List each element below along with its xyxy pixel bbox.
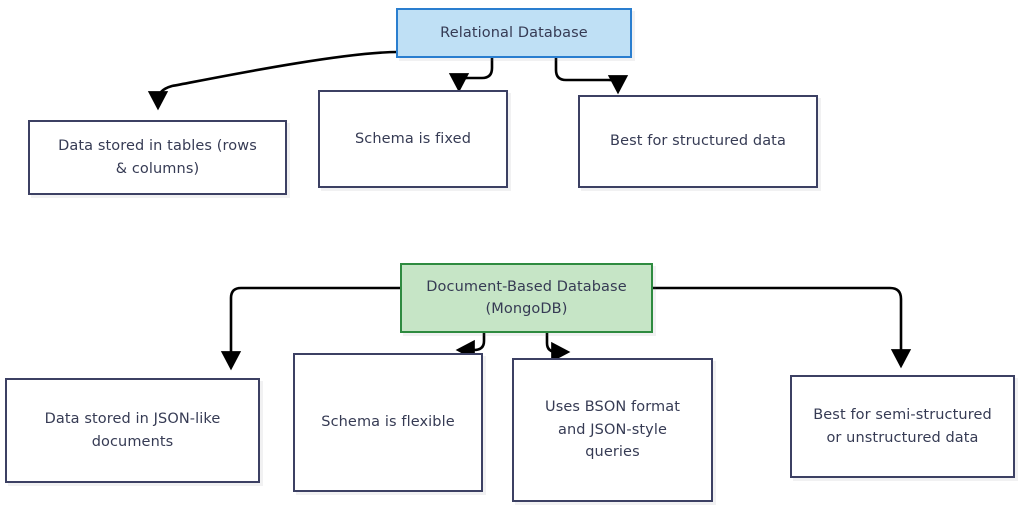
edge-document-to-schema-flexible bbox=[455, 331, 486, 361]
node-schema-is-fixed[interactable]: Schema is fixed bbox=[318, 90, 508, 188]
relational-database-label: Relational Database bbox=[440, 24, 588, 41]
node-data-stored-in-tables[interactable]: Data stored in tables (rows & columns) bbox=[28, 120, 287, 195]
edge-relational-to-structured bbox=[554, 56, 629, 95]
node-best-for-structured-data[interactable]: Best for structured data bbox=[578, 95, 818, 188]
relational-database-node[interactable]: Relational Database bbox=[396, 8, 632, 58]
node-data-stored-in-tables-label: Data stored in tables (rows & columns) bbox=[58, 138, 257, 177]
node-schema-is-flexible-label: Schema is flexible bbox=[321, 414, 455, 431]
node-best-for-semi-structured-label: Best for semi-structured or unstructured… bbox=[813, 407, 992, 446]
edge-relational-to-schema-fixed bbox=[448, 56, 494, 93]
node-best-for-semi-structured[interactable]: Best for semi-structured or unstructured… bbox=[790, 375, 1015, 478]
node-best-for-structured-data-label: Best for structured data bbox=[610, 133, 786, 150]
edge-document-to-semi-structured bbox=[651, 286, 912, 369]
edge-document-to-json-documents bbox=[220, 286, 402, 371]
node-data-stored-in-json-like-documents[interactable]: Data stored in JSON-like documents bbox=[5, 378, 260, 483]
node-data-stored-in-json-like-documents-label: Data stored in JSON-like documents bbox=[44, 411, 221, 450]
node-uses-bson-format-label: Uses BSON format and JSON-style queries bbox=[545, 399, 680, 461]
node-uses-bson-format[interactable]: Uses BSON format and JSON-style queries bbox=[512, 358, 713, 502]
document-database-node[interactable]: Document-Based Database (MongoDB) bbox=[400, 263, 653, 333]
node-schema-is-flexible[interactable]: Schema is flexible bbox=[293, 353, 483, 492]
edge-document-to-bson bbox=[545, 331, 571, 363]
document-database-label: Document-Based Database (MongoDB) bbox=[426, 278, 627, 317]
node-schema-is-fixed-label: Schema is fixed bbox=[355, 130, 471, 147]
